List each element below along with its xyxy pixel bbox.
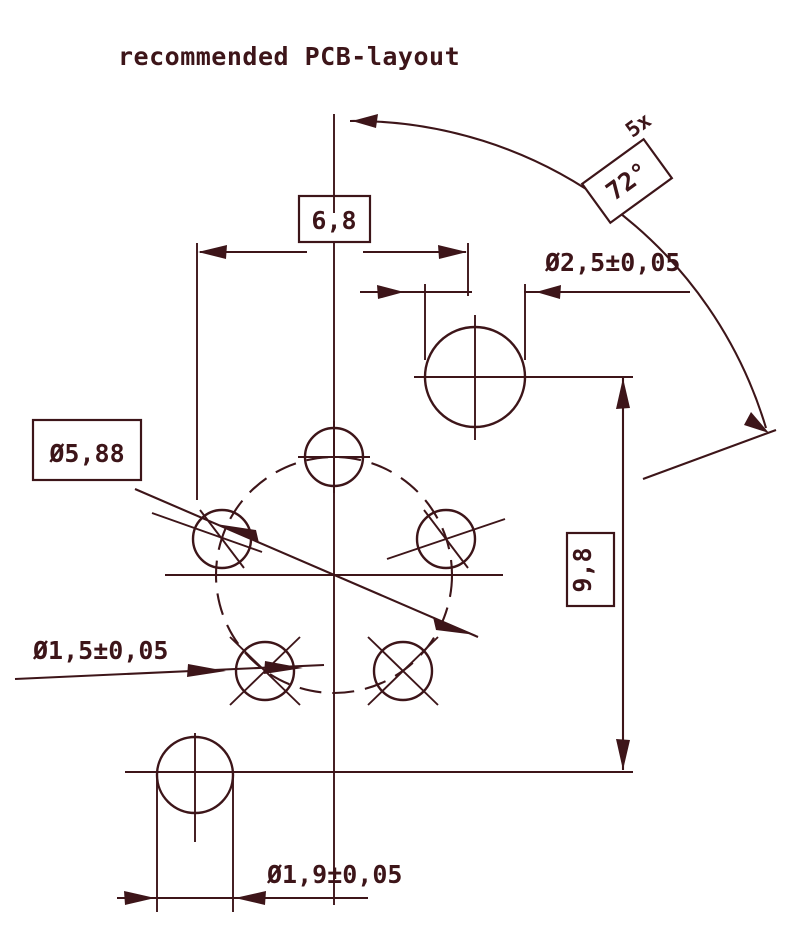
dim-9-8-value-box — [565, 531, 616, 608]
dim-pitch-circle-label: Ø5,88 — [48, 439, 124, 468]
dim-bottom-hole-arrowhead-left — [124, 891, 155, 905]
dim-small-hole-arrowhead-right — [264, 661, 303, 674]
bolt-pitch-circle — [214, 455, 454, 695]
dim-9-8-label: 9,8 — [568, 547, 597, 592]
angle-arc-group — [349, 114, 777, 480]
hole-bottom-left-group — [155, 733, 235, 912]
dimension-9-8-group: 9,8 — [125, 376, 633, 773]
dim-pitch-circle-arrowhead-2 — [433, 617, 476, 635]
dim-6-8-right-arrowhead — [438, 245, 467, 259]
hole-large-group — [414, 284, 537, 440]
angle-count-label: 5x — [621, 108, 656, 142]
dim-small-hole-label: Ø1,5±0,05 — [32, 636, 168, 665]
dim-bottom-hole-label: Ø1,9±0,05 — [266, 860, 402, 889]
dim-9-8-bottom-arrowhead — [616, 739, 630, 770]
dim-small-hole-arrowhead-left — [187, 664, 226, 677]
dimension-bottom-hole-group: Ø1,9±0,05 — [117, 860, 402, 905]
hole-small-upper-right-centerline-b — [386, 518, 506, 560]
angle-arc-end-arrowhead — [744, 412, 769, 433]
dim-bottom-hole-arrowhead-right — [235, 891, 266, 905]
angle-arc-start-arrowhead — [352, 114, 378, 128]
hole-small-lower-left-circle — [234, 640, 296, 702]
hole-small-lower-right-circle — [372, 640, 434, 702]
dimension-pitch-circle-group: Ø5,88 — [31, 418, 479, 638]
dim-pitch-circle-value-box — [31, 418, 143, 482]
hole-small-upper-left-centerline-a — [199, 509, 245, 569]
angle-value-box — [580, 137, 674, 225]
hole-small-upper-left-group — [151, 508, 263, 570]
dim-pitch-circle-arrowhead-1 — [216, 524, 259, 543]
dimension-large-hole-group: Ø2,5±0,05 — [360, 248, 690, 299]
hole-small-lower-right-group — [367, 636, 439, 706]
dim-6-8-left-arrowhead — [198, 245, 227, 259]
dim-pitch-circle-line — [134, 488, 479, 638]
dim-large-hole-left-arrowhead — [377, 285, 404, 299]
dim-9-8-top-arrowhead — [616, 378, 630, 409]
hole-small-top-group — [298, 421, 370, 493]
angle-radial-line — [642, 429, 777, 480]
hole-small-upper-left-centerline-b — [151, 512, 263, 553]
angle-value-box-group — [580, 137, 674, 225]
dimension-small-hole-group: Ø1,5±0,05 — [14, 636, 325, 681]
dimension-6-8-group: 6,8 — [196, 194, 469, 500]
dim-large-hole-label: Ø2,5±0,05 — [544, 248, 680, 277]
drawing-title: recommended PCB-layout — [118, 42, 460, 71]
hole-small-upper-right-group — [386, 508, 506, 570]
hole-small-lower-right-centerline-b — [367, 636, 439, 706]
hole-small-upper-right-circle — [415, 508, 477, 570]
